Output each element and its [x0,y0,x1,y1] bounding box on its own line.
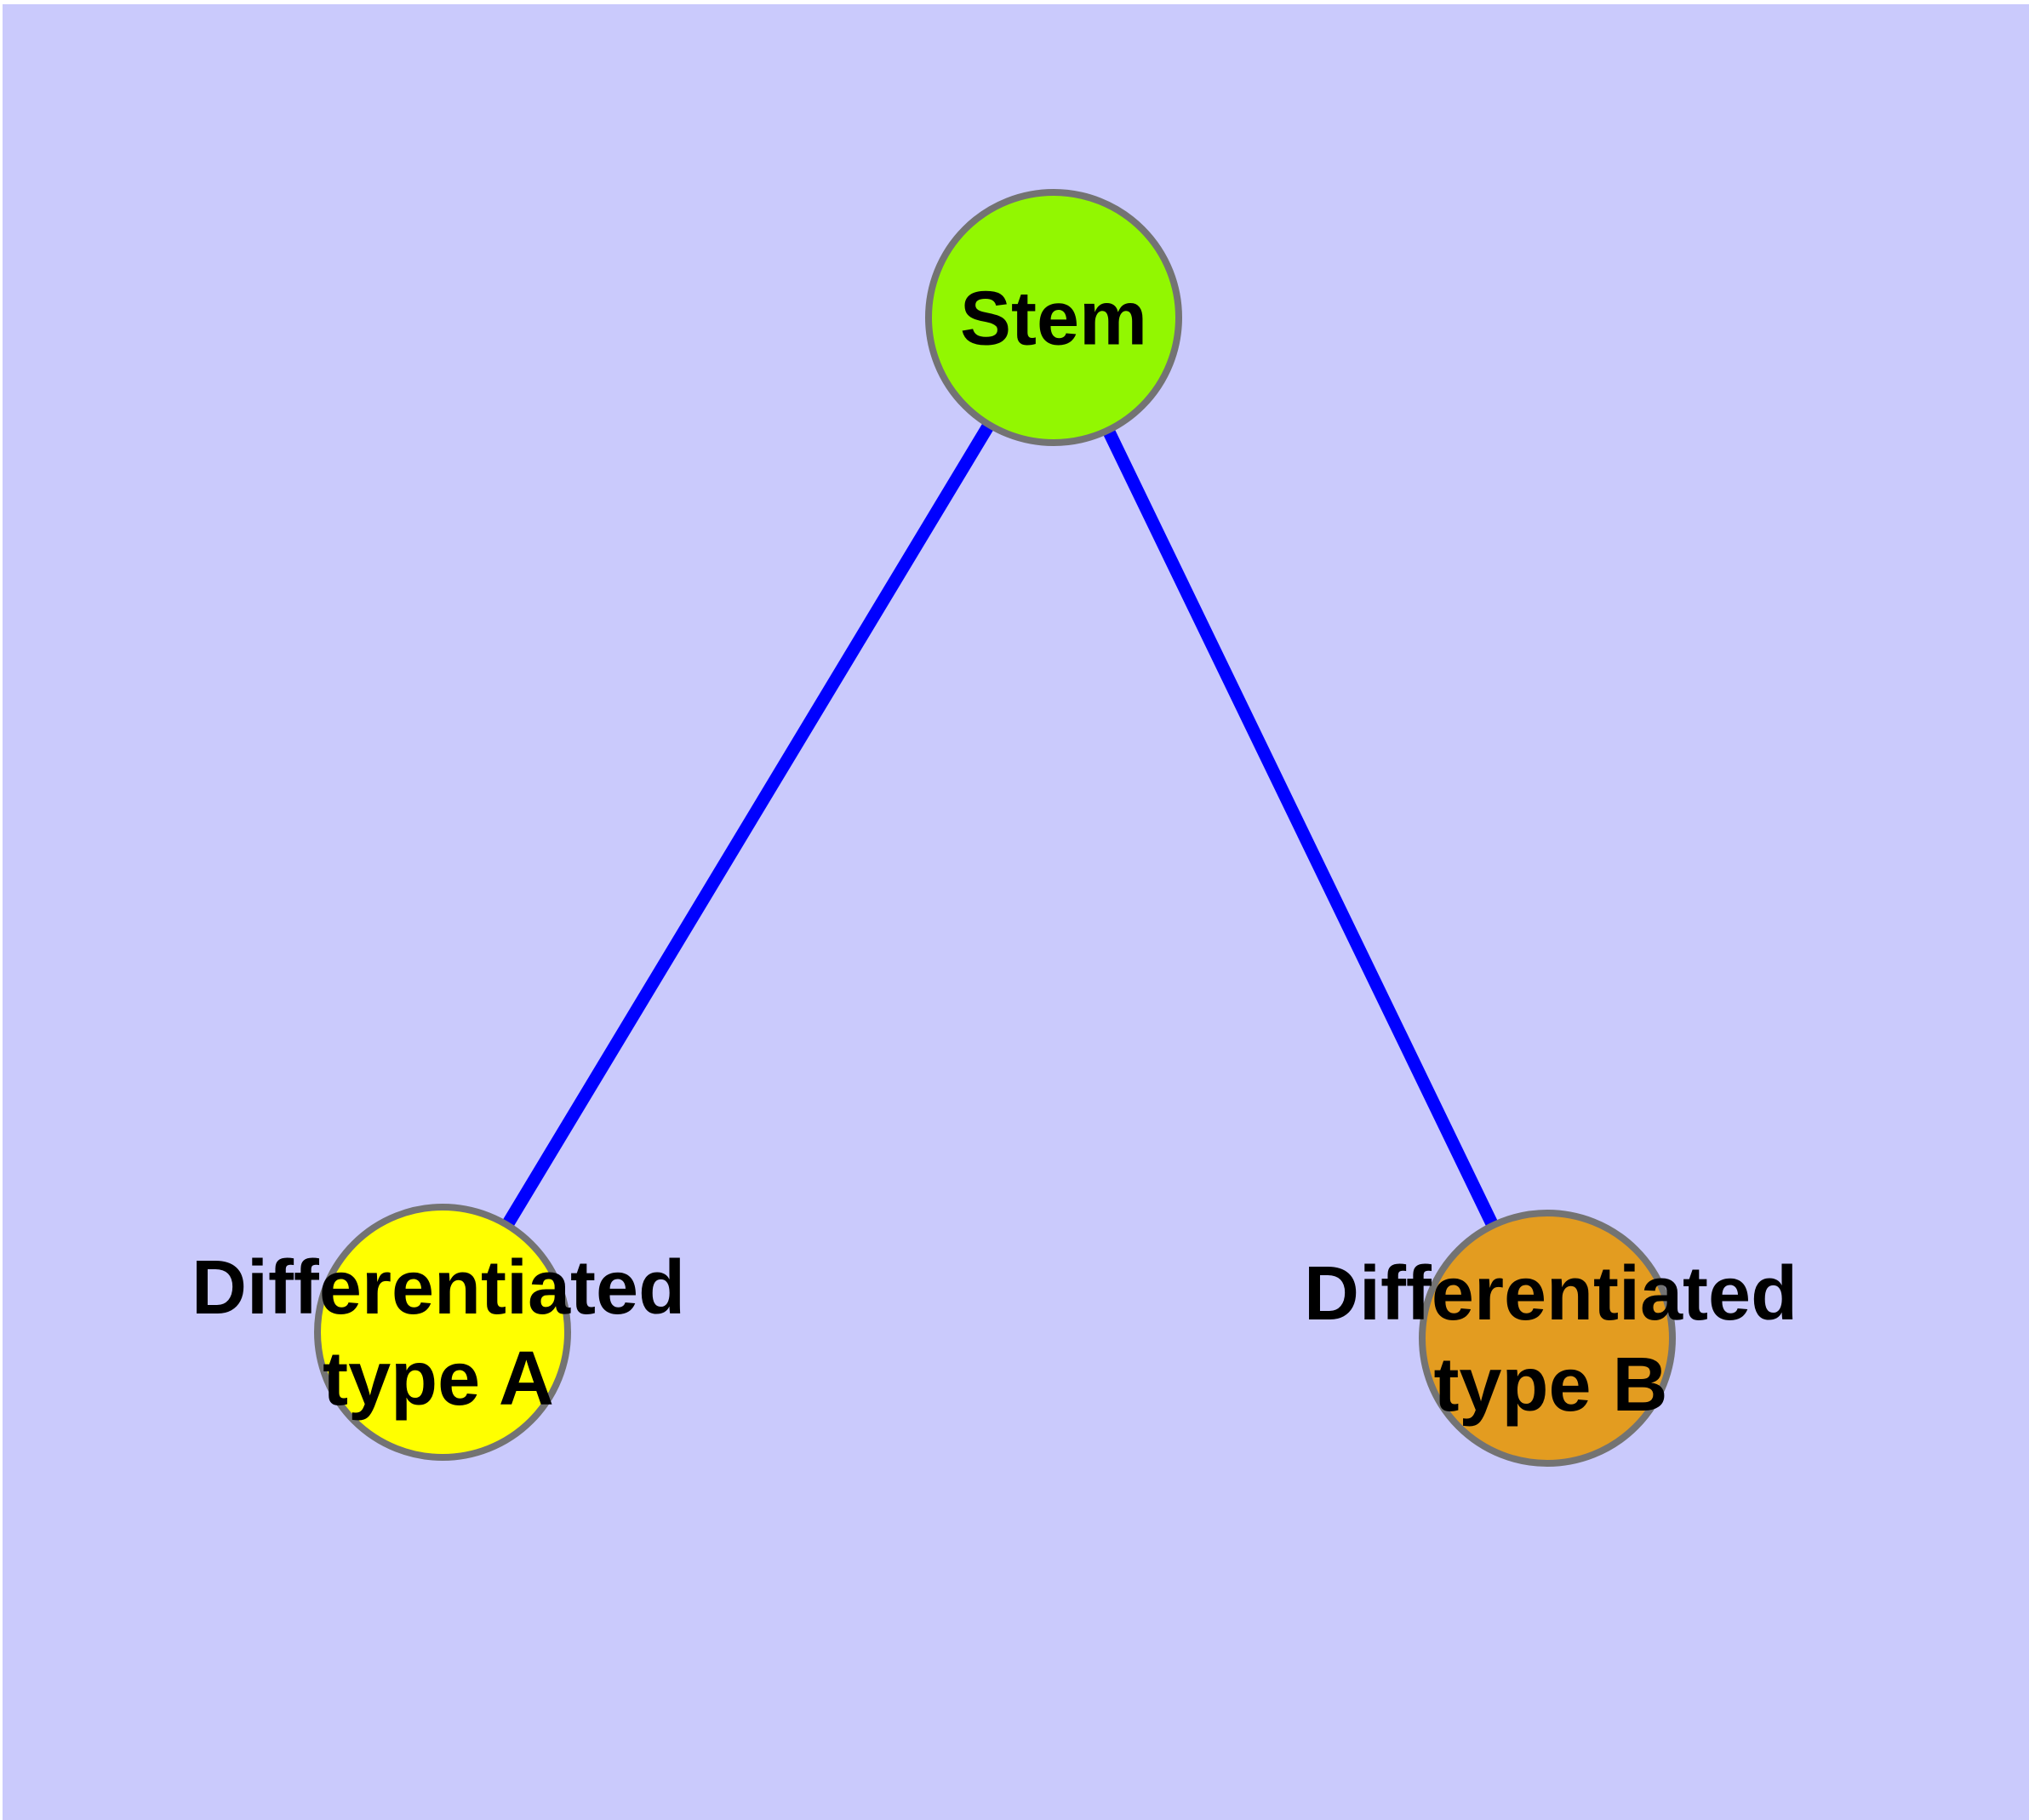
node-stem-label-text: Stem [959,276,1148,362]
node-type-a-label-line1: Differentiated [191,1245,686,1331]
edge-stem-to-type-a [437,314,1060,1336]
node-type-b-label-line2: type B [1433,1342,1668,1428]
node-type-b-label-line1: Differentiated [1303,1251,1798,1336]
node-stem-circle [925,189,1182,446]
node-type-b-circle [1419,1210,1676,1467]
node-type-b-label: Differentiated type B [1304,1249,1798,1431]
node-type-a-circle [314,1204,571,1461]
node-type-a-label-line2: type A [323,1336,554,1422]
node-stem-label: Stem [960,274,1147,365]
edge-stem-to-type-b [1048,314,1553,1342]
node-type-a-label: Differentiated type A [191,1243,685,1425]
